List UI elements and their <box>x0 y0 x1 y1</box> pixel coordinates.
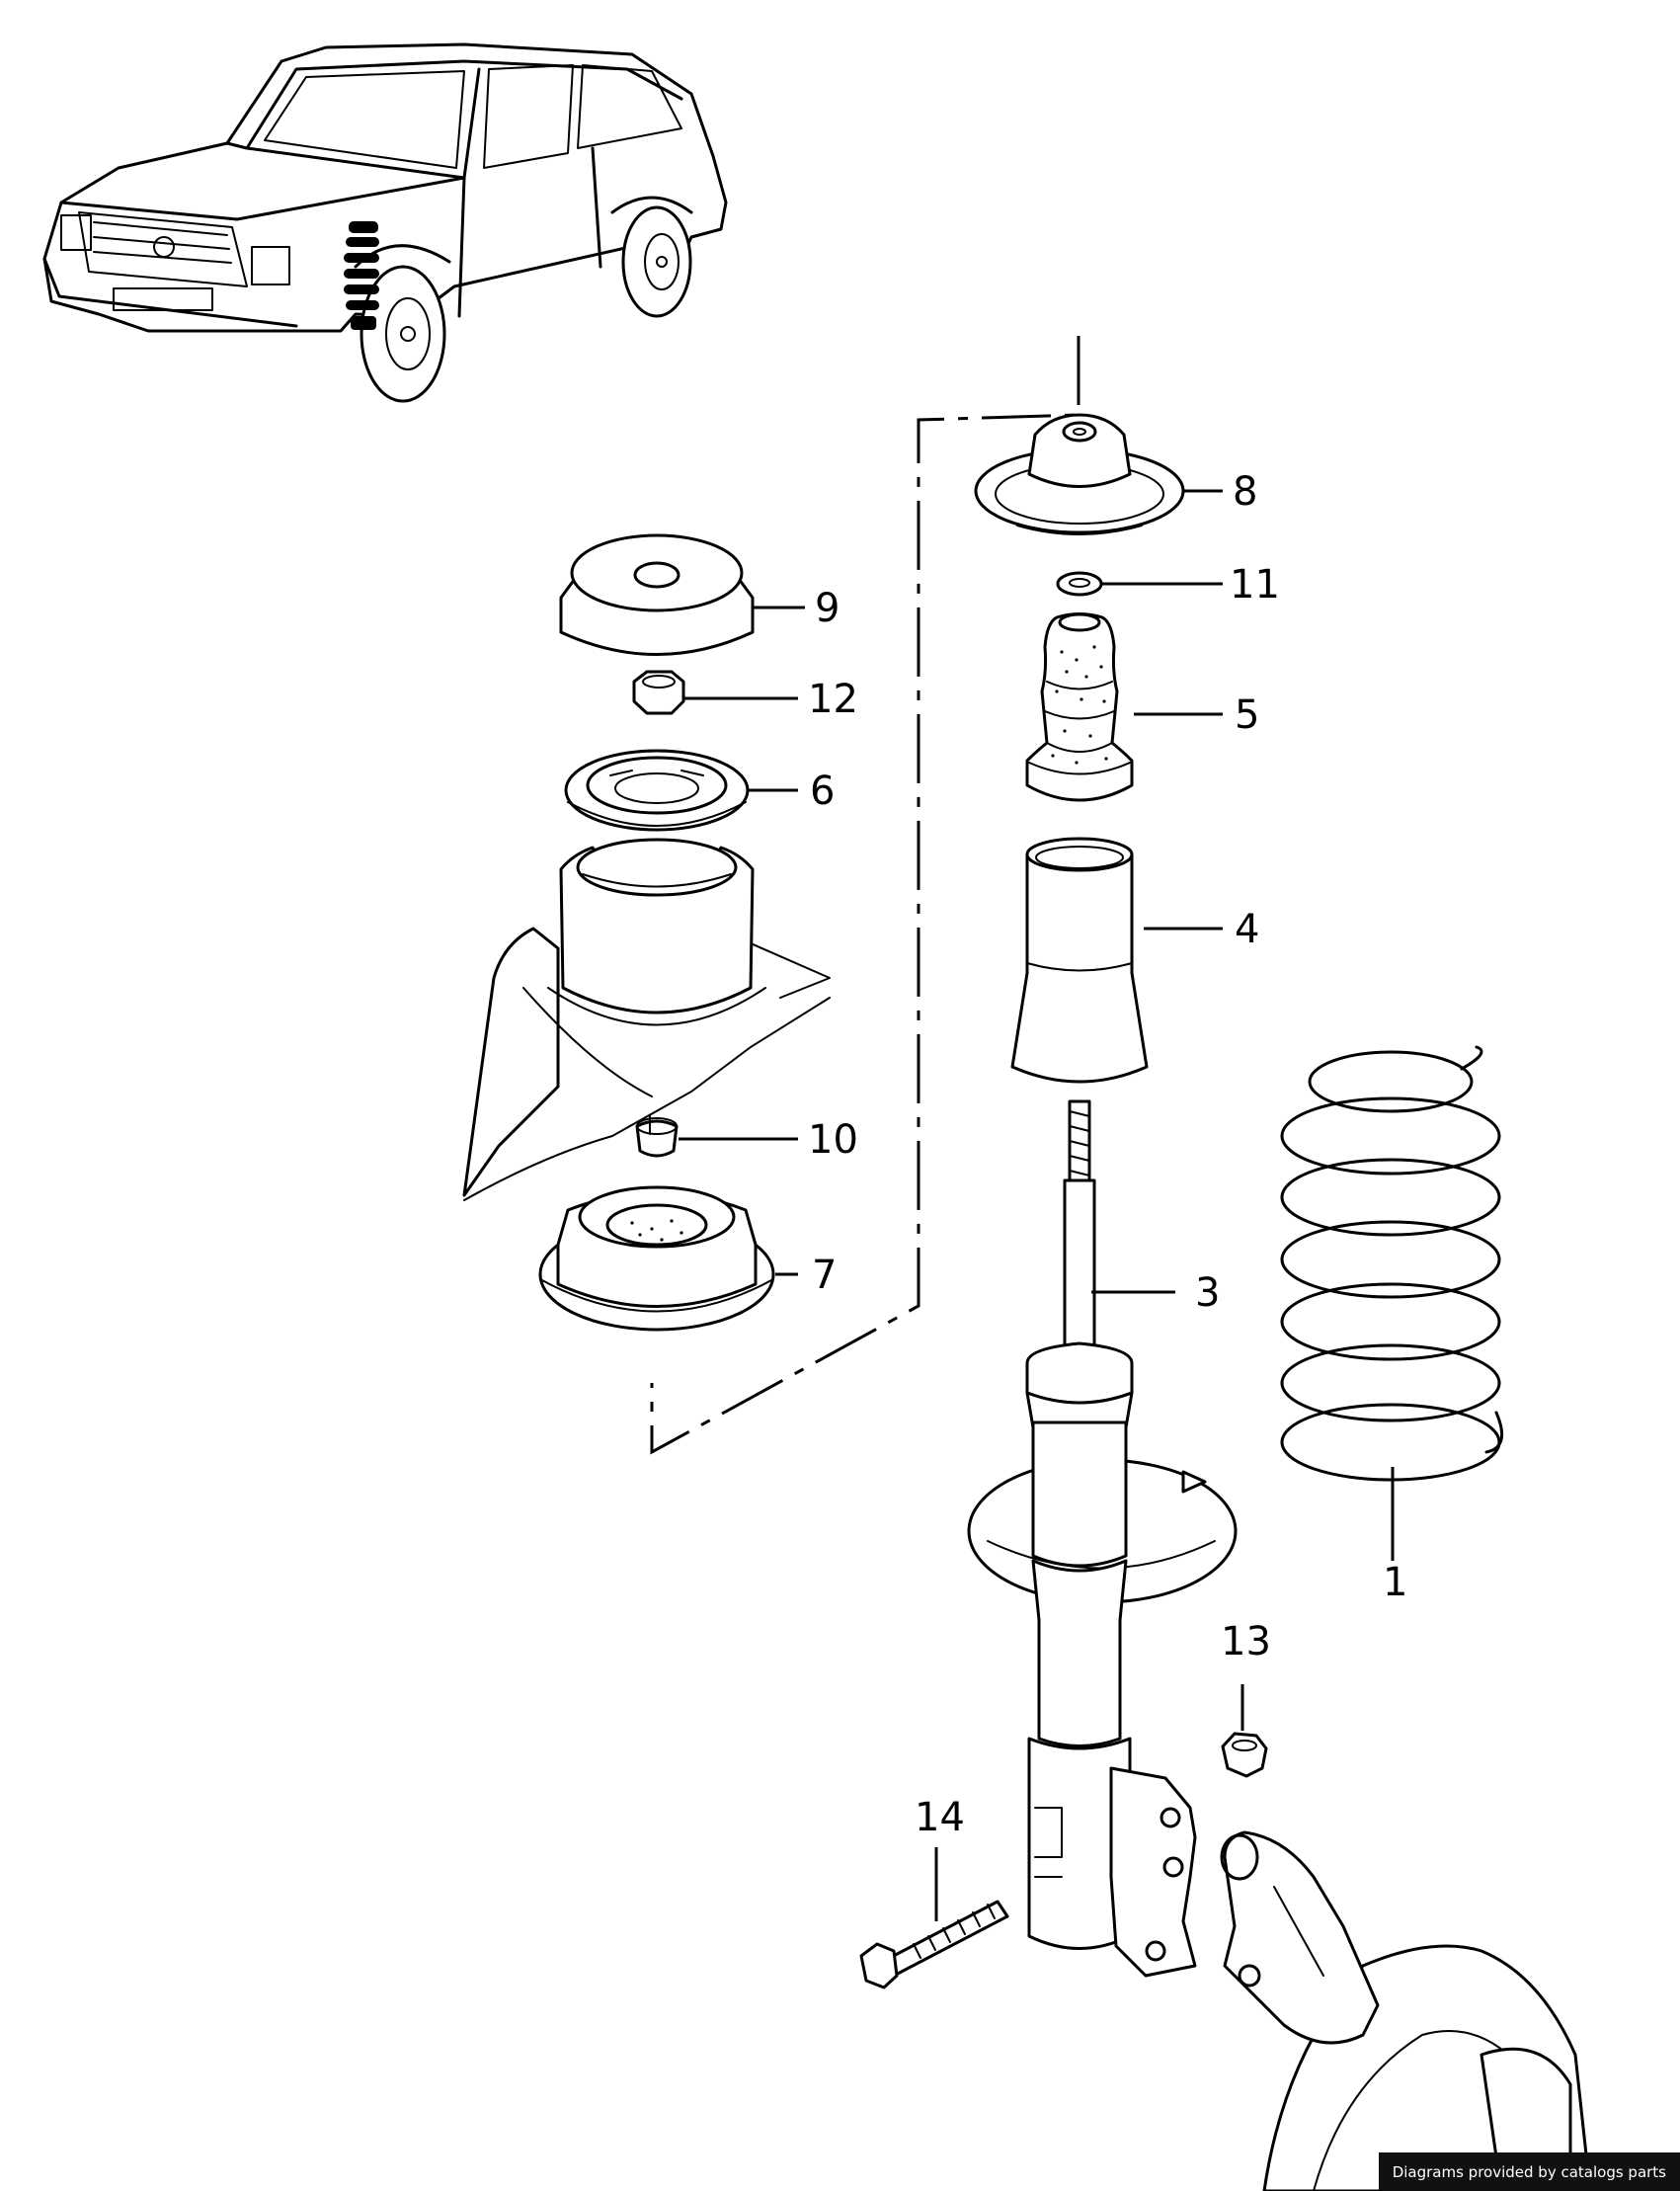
callout-8: 8 <box>1233 469 1257 515</box>
callout-12: 12 <box>808 677 858 722</box>
part-8-strut-mount <box>974 413 1185 535</box>
part-3-shock-absorber <box>967 1099 1238 1978</box>
callout-3: 3 <box>1195 1270 1220 1316</box>
part-4-protective-tube <box>1010 837 1149 1084</box>
callout-leaders <box>679 489 1395 1921</box>
callout-10: 10 <box>808 1117 858 1163</box>
part-9-rubber-mount <box>559 533 755 656</box>
part-13-flange-nut <box>1221 1732 1268 1778</box>
part-12-nut <box>632 670 685 715</box>
part-1-coil-spring <box>1280 1045 1504 1482</box>
part-7-lower-mount <box>538 1185 775 1332</box>
steering-knuckle <box>1220 1830 1592 2191</box>
part-5-bump-stop <box>1025 612 1134 802</box>
assembly-group-frame <box>650 336 1080 1455</box>
callout-labels: 1 3 4 5 6 7 8 9 10 11 12 13 14 <box>808 469 1407 1840</box>
callout-5: 5 <box>1235 692 1259 738</box>
callout-9: 9 <box>815 586 840 631</box>
part-10-sleeve <box>635 1115 679 1158</box>
car-illustration <box>42 42 728 403</box>
body-strut-tower <box>462 838 831 1201</box>
part-14-hex-bolt <box>859 1900 1009 1989</box>
callout-4: 4 <box>1235 907 1259 952</box>
part-6-bearing-plate <box>564 749 750 832</box>
highlighted-spring-icon <box>344 221 379 330</box>
callout-11: 11 <box>1230 562 1280 608</box>
callout-1: 1 <box>1383 1560 1407 1605</box>
callout-13: 13 <box>1221 1619 1271 1664</box>
diagram-credit: Diagrams provided by catalogs parts <box>1378 2152 1680 2191</box>
callout-7: 7 <box>812 1253 837 1298</box>
part-11-washer <box>1056 571 1103 597</box>
callout-6: 6 <box>810 769 835 814</box>
callout-14: 14 <box>915 1795 965 1840</box>
